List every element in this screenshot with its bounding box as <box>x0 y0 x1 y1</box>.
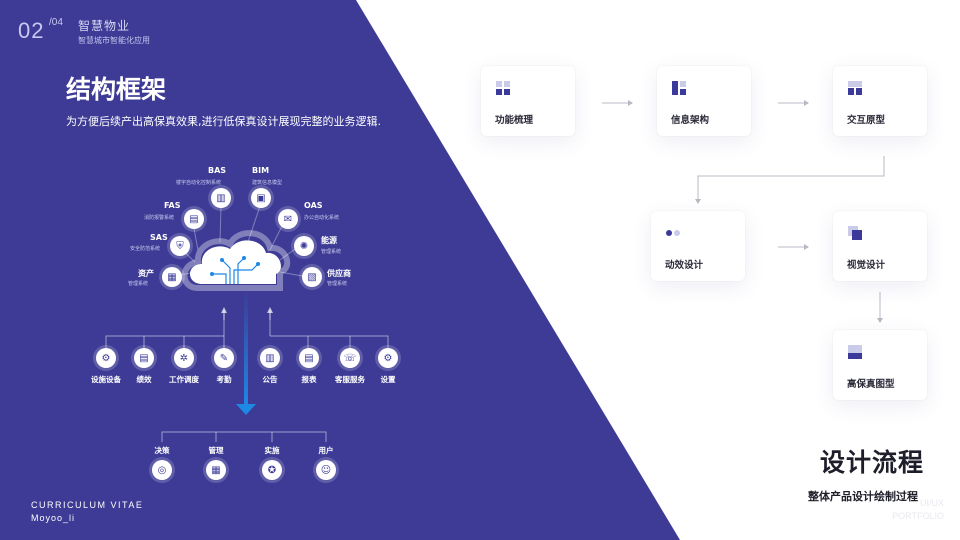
building-control-icon[interactable]: ▥ <box>211 188 231 208</box>
module-label-facility: 设施设备 <box>91 375 121 384</box>
system-sub-supplier: 管理系统 <box>327 281 348 287</box>
flow-step-visual-design[interactable]: 视觉设计 <box>833 211 927 281</box>
flow-step-label: 信息架构 <box>671 115 710 126</box>
page-total: /04 <box>49 17 63 28</box>
page-description: 为方便后续产出高保真效果,进行低保真设计展现完整的业务逻辑. <box>66 115 381 128</box>
module-label-customer-service: 客服服务 <box>335 375 365 384</box>
architecture-diagram: BAS 楼宇自动化控制系统 ▥ BIM 建筑信息模型 ▣ FAS 消防报警系统 … <box>80 160 420 500</box>
prototype-icon <box>848 81 862 95</box>
module-label-dispatch: 工作调度 <box>169 375 199 384</box>
page-title: 结构框架 <box>66 75 167 104</box>
diagram-connectors <box>105 205 389 442</box>
flow-step-label: 交互原型 <box>847 115 886 126</box>
system-node-oas[interactable]: OAS <box>304 201 323 210</box>
grid-icon <box>496 81 510 95</box>
module-label-report: 报表 <box>301 375 317 384</box>
system-sub-fas: 消防报警系统 <box>144 215 175 221</box>
motion-dots-icon <box>666 230 680 236</box>
facility-icon[interactable]: ⚙ <box>96 348 116 368</box>
system-sub-energy: 管理系统 <box>321 249 342 255</box>
system-sub-sas: 安全防范系统 <box>130 246 161 252</box>
announcement-icon[interactable]: ▥ <box>260 348 280 368</box>
module-label-attendance: 考勤 <box>216 375 232 384</box>
system-sub-asset: 管理系统 <box>128 281 149 287</box>
flow-step-motion-design[interactable]: 动效设计 <box>651 211 745 281</box>
ghost-watermark: UI/UX PORTFOLIO <box>892 498 944 521</box>
system-node-bim[interactable]: BIM <box>252 166 270 175</box>
user-icon[interactable]: ☺ <box>316 460 336 480</box>
layout-icon <box>672 81 686 95</box>
decision-icon[interactable]: ◎ <box>152 460 172 480</box>
flow-step-high-fidelity[interactable]: 高保真图型 <box>833 330 927 400</box>
office-automation-icon[interactable]: ✉ <box>278 209 298 229</box>
cv-title: CURRICULUM VITAE <box>31 500 144 510</box>
management-icon[interactable]: ▦ <box>206 460 226 480</box>
module-label-performance: 绩效 <box>136 375 152 384</box>
section-title: 智慧物业 <box>78 19 131 33</box>
system-node-supplier[interactable]: 供应商 <box>327 269 351 278</box>
asset-icon[interactable]: ▦ <box>162 267 182 287</box>
system-sub-bim: 建筑信息模型 <box>252 180 283 186</box>
dispatch-icon[interactable]: ✲ <box>174 348 194 368</box>
flow-step-function-sorting[interactable]: 功能梳理 <box>481 66 575 136</box>
system-node-energy[interactable]: 能源 <box>321 236 337 245</box>
page-number: 02 <box>18 18 45 43</box>
module-label-announcement: 公告 <box>262 375 278 384</box>
flow-step-label: 视觉设计 <box>847 260 886 271</box>
system-node-sas[interactable]: SAS <box>150 233 168 242</box>
flow-step-label: 功能梳理 <box>495 115 534 126</box>
customer-service-icon[interactable]: ☏ <box>340 348 360 368</box>
section-subtitle: 智慧城市智能化应用 <box>78 36 150 45</box>
system-sub-oas: 办公自动化系统 <box>304 215 340 221</box>
system-sub-bas: 楼宇自动化控制系统 <box>176 180 222 186</box>
flow-title: 设计流程 <box>820 448 925 477</box>
supplier-icon[interactable]: ▧ <box>302 267 322 287</box>
flow-step-interaction-prototype[interactable]: 交互原型 <box>833 66 927 136</box>
flow-step-label: 动效设计 <box>665 260 704 271</box>
output-label-management: 管理 <box>208 446 224 455</box>
fire-alarm-icon[interactable]: ▤ <box>184 209 204 229</box>
security-shield-icon[interactable]: ⛨ <box>170 236 190 256</box>
flow-step-label: 高保真图型 <box>847 379 895 390</box>
flow-step-info-architecture[interactable]: 信息架构 <box>657 66 751 136</box>
system-node-bas[interactable]: BAS <box>208 166 227 175</box>
bim-model-icon[interactable]: ▣ <box>251 188 271 208</box>
attendance-icon[interactable]: ✎ <box>214 348 234 368</box>
cv-author: Moyoo_li <box>31 513 76 523</box>
performance-icon[interactable]: ▤ <box>134 348 154 368</box>
output-label-implement: 实施 <box>264 446 280 455</box>
energy-icon[interactable]: ✺ <box>294 236 314 256</box>
system-node-fas[interactable]: FAS <box>164 201 181 210</box>
system-node-asset[interactable]: 资产 <box>138 269 154 278</box>
output-label-user: 用户 <box>318 446 334 455</box>
hifi-screen-icon <box>848 345 862 359</box>
report-icon[interactable]: ▤ <box>299 348 319 368</box>
visual-layers-icon <box>848 226 862 240</box>
output-label-decision: 决策 <box>154 446 170 455</box>
flow-subtitle: 整体产品设计绘制过程 <box>808 490 918 503</box>
implement-icon[interactable]: ✪ <box>262 460 282 480</box>
settings-icon[interactable]: ⚙ <box>378 348 398 368</box>
module-label-settings: 设置 <box>380 375 396 384</box>
